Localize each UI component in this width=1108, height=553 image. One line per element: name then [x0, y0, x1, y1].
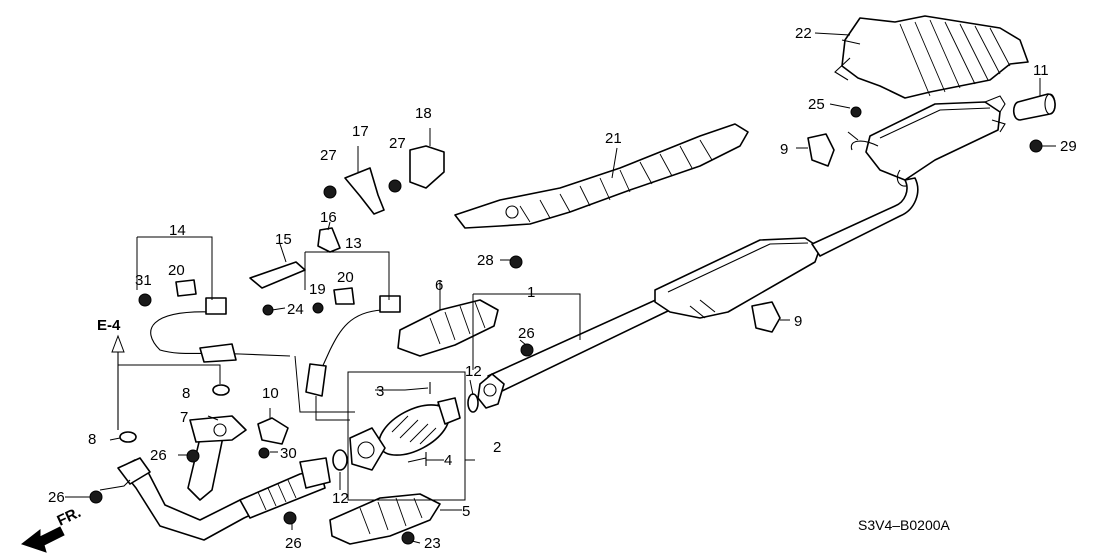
- callout-8a: 8: [182, 385, 190, 402]
- callout-22: 22: [795, 25, 812, 42]
- nut: [388, 179, 402, 193]
- nut: [262, 304, 274, 316]
- callout-9b: 9: [794, 313, 802, 330]
- callout-4: 4: [444, 452, 452, 469]
- exhaust-pipe-center-muffler: [477, 177, 919, 409]
- callout-12a: 12: [465, 363, 482, 380]
- washer: [119, 431, 137, 443]
- rubber-hanger: [751, 301, 781, 333]
- callout-16: 16: [320, 209, 337, 226]
- callout-8b: 8: [88, 431, 96, 448]
- callout-28: 28: [477, 252, 494, 269]
- bracket: [317, 227, 341, 253]
- converter-heat-shield-upper: [397, 299, 499, 357]
- rear-muffler: [847, 95, 1006, 187]
- oxygen-sensor-secondary: [305, 295, 401, 397]
- washer: [212, 384, 230, 396]
- rubber-hanger: [807, 133, 835, 167]
- bracket: [344, 167, 385, 215]
- callout-20b: 20: [337, 269, 354, 286]
- callout-20a: 20: [168, 262, 185, 279]
- grommet: [175, 279, 197, 297]
- direction-label: FR.: [55, 504, 84, 530]
- nut: [323, 185, 337, 199]
- callout-5: 5: [462, 503, 470, 520]
- center-heat-shield: [454, 123, 749, 229]
- callout-26d: 26: [285, 535, 302, 552]
- callout-11: 11: [1033, 62, 1049, 79]
- bracket: [249, 261, 306, 289]
- callout-6: 6: [435, 277, 443, 294]
- catalytic-converter: [349, 382, 461, 471]
- callout-21: 21: [605, 130, 622, 147]
- callout-2: 2: [493, 439, 501, 456]
- gasket: [332, 449, 348, 471]
- converter-heat-shield-lower: [329, 493, 441, 545]
- reference-label: E-4: [97, 317, 121, 334]
- callout-24: 24: [287, 301, 304, 318]
- callout-12b: 12: [332, 490, 349, 507]
- nut: [89, 490, 103, 504]
- pipe-flange: [189, 415, 247, 443]
- callout-23: 23: [424, 535, 441, 552]
- callout-14: 14: [169, 222, 186, 239]
- callout-9a: 9: [780, 141, 788, 158]
- bolt: [258, 447, 270, 459]
- nut: [283, 511, 297, 525]
- nut: [401, 531, 415, 545]
- gasket: [467, 393, 479, 413]
- callout-26b: 26: [150, 447, 167, 464]
- oxygen-sensor-primary: [150, 297, 291, 363]
- flange-hole: [213, 423, 227, 437]
- callout-19: 19: [309, 281, 326, 298]
- muffler-heat-shield: [834, 15, 1029, 99]
- diagram-code: S3V4–B0200A: [858, 517, 951, 533]
- callout-7: 7: [180, 409, 188, 426]
- tail-pipe-finisher: [1012, 93, 1056, 121]
- nut: [850, 106, 862, 118]
- clip: [138, 293, 152, 307]
- callout-15: 15: [275, 231, 292, 248]
- callout-10: 10: [262, 385, 279, 402]
- callout-31: 31: [135, 272, 152, 289]
- heat-bracket: [257, 417, 289, 445]
- callout-3: 3: [376, 383, 384, 400]
- nut: [520, 343, 534, 357]
- callout-25: 25: [808, 96, 825, 113]
- reference-arrow-e4: [111, 334, 125, 430]
- callout-17: 17: [352, 123, 369, 140]
- nut: [186, 449, 200, 463]
- sensor-clip: [409, 145, 445, 189]
- callout-13: 13: [345, 235, 362, 252]
- bolt: [1029, 139, 1043, 153]
- callout-27a: 27: [320, 147, 337, 164]
- callout-29: 29: [1060, 138, 1077, 155]
- callout-30: 30: [280, 445, 297, 462]
- callout-18: 18: [415, 105, 432, 122]
- callout-26c: 26: [48, 489, 65, 506]
- nut: [312, 302, 324, 314]
- callout-26a: 26: [518, 325, 535, 342]
- front-direction-arrow: [20, 526, 65, 553]
- grommet: [333, 287, 355, 305]
- nut: [509, 255, 523, 269]
- callout-1: 1: [527, 284, 535, 301]
- callout-27b: 27: [389, 135, 406, 152]
